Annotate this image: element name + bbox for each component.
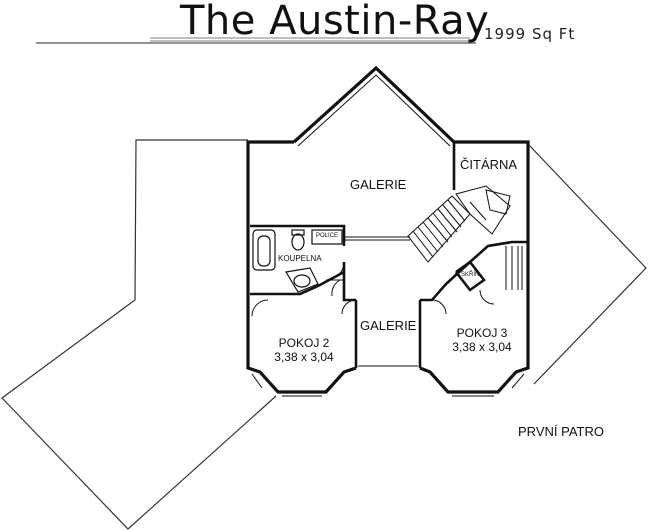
label-galerie-mid: GALERIE: [360, 318, 417, 333]
label-closet: SKŘÍŇ: [461, 272, 480, 278]
square-footage: 1999 Sq Ft: [484, 25, 576, 43]
windows: [251, 74, 525, 397]
title-underline: [36, 37, 476, 44]
pokoj3-size: 3,38 x 3,04: [452, 340, 512, 354]
label-pokoj2: POKOJ 2 3,38 x 3,04: [266, 336, 342, 364]
floor-label: PRVNÍ PATRO: [518, 424, 604, 439]
closet-shelves: [505, 246, 523, 290]
label-citarna: ČITÁRNA: [460, 157, 518, 172]
bathroom-fixtures: [252, 229, 343, 293]
pokoj2-name: POKOJ 2: [278, 336, 330, 350]
railing: [344, 236, 418, 367]
label-pokoj3: POKOJ 3 3,38 x 3,04: [444, 326, 520, 354]
plan-title: The Austin-Ray: [180, 0, 490, 44]
pokoj2-size: 3,38 x 3,04: [274, 350, 334, 364]
pokoj3-name: POKOJ 3: [456, 326, 508, 340]
roof-outline: [1, 139, 647, 530]
label-galerie-top: GALERIE: [350, 177, 407, 192]
label-koupelna: KOUPELNA: [278, 254, 322, 263]
staircase: [407, 185, 511, 263]
door-swings: [251, 261, 495, 317]
label-police: POLICE: [316, 233, 339, 239]
